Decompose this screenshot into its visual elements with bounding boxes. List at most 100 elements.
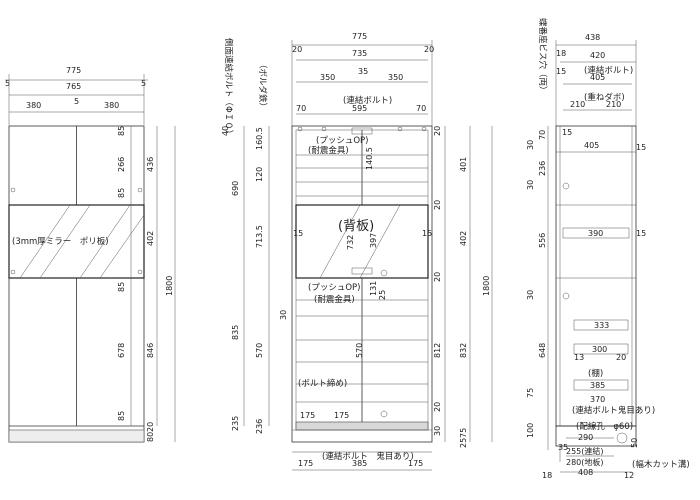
side-w35: 35 xyxy=(558,443,568,452)
left-dim-570: 570 xyxy=(255,343,264,358)
front-width-right: 380 xyxy=(104,101,119,110)
back-side-left: 20 xyxy=(292,45,302,54)
back-bottom-175a: 175 xyxy=(298,459,313,468)
front-dim-85d: 85 xyxy=(117,411,126,421)
front-width-mid: 5 xyxy=(74,97,79,106)
side-shelf-333: 333 xyxy=(594,321,609,330)
side-shelf-15a: 15 xyxy=(636,143,646,152)
front-dim-80: 80 xyxy=(146,432,155,442)
back-dim-15b: 15 xyxy=(422,229,432,238)
back-dim-570: 570 xyxy=(355,343,364,358)
back-dim-1800: 1800 xyxy=(482,276,491,296)
back-bolt-label: (連結ボルト) xyxy=(343,95,392,106)
back-dim-25b: 25 xyxy=(459,438,468,448)
front-view: 775 765 5 5 380 5 380 (3mm厚ミラー ポリ板) 85 2… xyxy=(5,66,176,443)
side-w255: 255(連結) xyxy=(566,446,604,456)
side-view: 蝶番座ビス穴（両） 438 18 420 15 (連結ボルト) 405 (重ねダ… xyxy=(526,18,690,480)
side-shelf-390: 390 xyxy=(588,229,603,238)
front-width-left: 380 xyxy=(26,101,41,110)
side-shelf-13: 13 xyxy=(574,353,584,362)
front-width-total: 775 xyxy=(66,66,81,75)
side-dabo: (重ねダボ) xyxy=(584,92,625,103)
back-dim-25: 25 xyxy=(378,290,387,300)
front-dim-266: 266 xyxy=(117,157,126,172)
side-w408: 408 xyxy=(578,468,593,477)
back-dim-401: 401 xyxy=(459,157,468,172)
left-dim-30: 30 xyxy=(279,310,288,320)
left-dim-835: 835 xyxy=(231,325,240,340)
side-w280: 280(地板) xyxy=(566,457,604,467)
back-view: 775 20 20 735 350 35 350 (連結ボルト) 70 595 … xyxy=(291,32,493,471)
left-dim-690: 690 xyxy=(231,181,240,196)
side-width-15: 15 xyxy=(556,67,566,76)
left-dim-160: 160.5 xyxy=(255,127,264,150)
back-inner-175a: 175 xyxy=(300,411,315,420)
back-dim-20b: 20 xyxy=(433,200,442,210)
back-w70b: 70 xyxy=(416,104,426,113)
side-width-420: 420 xyxy=(590,51,605,60)
back-dim-812: 812 xyxy=(433,343,442,358)
side-wire-hole: (配線孔 φ60) xyxy=(576,421,633,432)
side-w370: 370 xyxy=(590,395,605,404)
front-dim-402: 402 xyxy=(146,231,155,246)
section-left-dims: 側面連結ボルト（ΦＩ０） （ボルダ鉄） 40 160.5 120 690 713… xyxy=(221,38,288,434)
front-dim-846: 846 xyxy=(146,343,155,358)
side-shelf-20: 20 xyxy=(616,353,626,362)
back-inner-175b: 175 xyxy=(334,411,349,420)
side-bolt-label: 側面連結ボルト（ΦＩ０） xyxy=(223,38,234,138)
side-w385: 385 xyxy=(590,381,605,390)
back-dim-30: 30 xyxy=(433,426,442,436)
side-w12: 12 xyxy=(624,471,634,480)
side-w290: 290 xyxy=(578,433,593,442)
push-open-1: (プッシュOP) xyxy=(316,136,368,146)
back-width-inner: 735 xyxy=(352,49,367,58)
bolt-tighten-label: (ボルト締め) xyxy=(298,378,347,389)
back-bottom-175b: 175 xyxy=(408,459,423,468)
side-bolt2: (連結ボルト鬼目あり) xyxy=(572,405,655,416)
side-dim-648: 648 xyxy=(538,343,547,358)
side-w210a: 210 xyxy=(570,100,585,109)
left-dim-236: 236 xyxy=(255,419,264,434)
back-w350b: 350 xyxy=(388,73,403,82)
side-inner-15: 15 xyxy=(562,128,572,137)
side-dim-70: 70 xyxy=(538,130,547,140)
side-shelf-300: 300 xyxy=(592,345,607,354)
side-width-438: 438 xyxy=(585,33,600,42)
back-w70a: 70 xyxy=(296,104,306,113)
side-bolt-top: (連結ボルト) xyxy=(584,65,633,76)
side-dim-100: 100 xyxy=(526,423,535,438)
back-dim-732: 732 xyxy=(346,235,355,250)
back-w595: 595 xyxy=(352,104,367,113)
front-dim-85a: 85 xyxy=(117,126,126,136)
side-dim-30c: 30 xyxy=(526,290,535,300)
back-dim-402: 402 xyxy=(459,231,468,246)
back-w350a: 350 xyxy=(320,73,335,82)
back-dim-75: 75 xyxy=(459,428,468,438)
front-dim-85c: 85 xyxy=(117,282,126,292)
back-dim-20c: 20 xyxy=(433,272,442,282)
front-dim-1800: 1800 xyxy=(165,276,174,296)
side-shelf-15b: 15 xyxy=(636,229,646,238)
quake-fitting-1: (耐震金具) xyxy=(308,145,349,156)
back-dim-131: 131 xyxy=(369,281,378,296)
side-shelf-405: 405 xyxy=(584,141,599,150)
push-open-2: (プッシュOP) xyxy=(308,283,360,293)
mirror-label: (3mm厚ミラー ポリ板) xyxy=(12,236,109,247)
back-w35: 35 xyxy=(358,67,368,76)
front-edge-right: 5 xyxy=(141,79,146,88)
back-dim-15a: 15 xyxy=(293,229,303,238)
side-cut-label: (幅木カット溝) xyxy=(632,459,690,470)
side-dim-236: 236 xyxy=(538,161,547,176)
back-dim-832: 832 xyxy=(459,343,468,358)
front-dim-436: 436 xyxy=(146,157,155,172)
front-width-inner: 765 xyxy=(66,82,81,91)
back-panel-label: (背板) xyxy=(338,219,374,234)
side-dim-556: 556 xyxy=(538,233,547,248)
quake-fitting-2: (耐震金具) xyxy=(314,294,355,305)
side-dim-30b: 30 xyxy=(526,180,535,190)
side-w50: 50 xyxy=(630,438,639,448)
back-dim-20d: 20 xyxy=(433,402,442,412)
side-width-405: 405 xyxy=(590,73,605,82)
back-dim-20a: 20 xyxy=(433,126,442,136)
